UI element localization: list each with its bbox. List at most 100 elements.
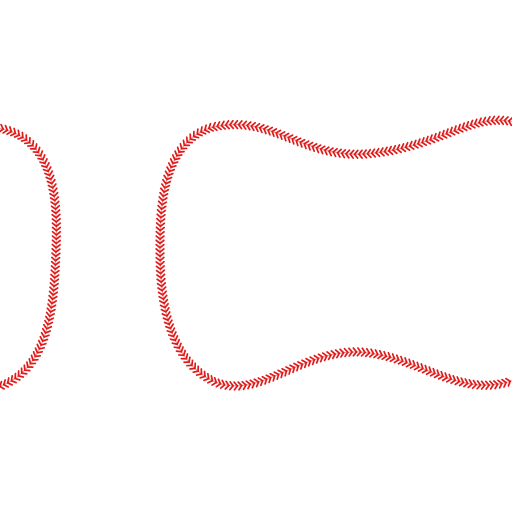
right-seam-stitch: [392, 149, 398, 155]
left-seam-stitch: [36, 350, 44, 354]
right-seam-stitch: [404, 146, 411, 152]
left-seam-stitch: [53, 278, 60, 284]
left-seam-stitch: [51, 183, 57, 189]
right-seam-stitch: [283, 135, 287, 142]
right-seam-stitch: [166, 176, 173, 181]
right-seam-stitch: [172, 161, 179, 165]
right-seam-stitch: [196, 133, 203, 137]
right-seam-stitch: [164, 184, 171, 189]
left-seam-stitch: [0, 385, 5, 390]
right-seam-stitch: [160, 277, 166, 283]
left-seam-stitch: [53, 282, 59, 288]
right-seam-stitch: [469, 124, 476, 129]
right-seam-stitch: [374, 349, 379, 356]
right-seam-stitch: [332, 151, 337, 158]
right-seam-stitch: [160, 282, 167, 288]
right-seam-stitch: [166, 311, 171, 317]
right-seam-stitch: [213, 376, 218, 384]
right-seam-stitch: [321, 352, 328, 357]
left-seam-stitch: [52, 187, 58, 193]
right-seam-stitch: [499, 119, 505, 126]
right-seam-stitch: [159, 218, 166, 223]
right-seam-stitch: [212, 126, 218, 132]
right-seam-stitch: [242, 124, 247, 130]
right-seam-stitch: [328, 150, 333, 157]
right-seam-stitch: [476, 380, 482, 386]
right-seam-stitch: [317, 353, 324, 358]
right-seam-stitch: [313, 354, 320, 360]
right-seam-stitch: [159, 230, 165, 236]
right-seam-stitch: [440, 370, 444, 378]
right-seam-stitch: [246, 124, 251, 131]
right-seam-stitch: [216, 125, 222, 131]
right-seam-stitch: [501, 378, 507, 384]
right-seam-stitch: [293, 362, 300, 367]
right-seam-stitch: [379, 151, 385, 157]
right-seam-stitch: [349, 153, 355, 159]
right-seam-stitch: [161, 201, 168, 206]
left-seam-stitch: [55, 248, 61, 253]
right-seam-stitch: [159, 222, 166, 228]
right-seam-stitch: [358, 153, 363, 159]
right-seam-stitch: [159, 235, 165, 241]
right-seam-stitch: [495, 119, 501, 125]
right-seam-stitch: [453, 129, 460, 135]
left-seam-stitch: [55, 217, 61, 223]
right-seam-stitch: [168, 168, 176, 173]
left-seam-stitch: [38, 346, 46, 350]
left-seam-stitch: [52, 291, 59, 296]
right-seam-stitch: [257, 377, 264, 382]
right-seam-stitch: [245, 380, 252, 386]
right-seam-stitch: [319, 148, 324, 155]
right-seam-stitch: [305, 357, 312, 362]
right-seam-stitch: [265, 374, 272, 379]
right-seam-stitch: [473, 123, 480, 128]
right-seam-stitch: [162, 192, 169, 198]
right-seam-stitch: [486, 120, 492, 126]
right-seam-stitch: [448, 373, 452, 380]
left-seam-stitch: [55, 209, 61, 215]
right-seam-stitch: [204, 129, 211, 134]
left-seam-stitch: [45, 162, 50, 169]
right-seam-stitch: [273, 371, 280, 376]
right-seam-stitch: [210, 375, 214, 382]
right-seam-stitch: [408, 145, 415, 150]
right-seam-stitch: [229, 123, 235, 130]
right-seam-stitch: [161, 290, 168, 296]
left-seam-stitch: [14, 377, 21, 381]
right-seam-stitch: [343, 347, 349, 354]
right-seam-stitch: [175, 154, 183, 157]
right-seam-stitch: [370, 152, 377, 158]
right-seam-stitch: [468, 379, 473, 385]
left-seam-stitch: [8, 126, 13, 133]
right-seam-stitch: [387, 351, 392, 359]
right-seam-stitch: [378, 349, 383, 357]
right-seam-stitch: [480, 380, 486, 387]
right-seam-stitch: [345, 152, 350, 159]
right-seam-stitch: [176, 338, 181, 346]
left-seam-stitch: [50, 178, 56, 185]
right-seam-stitch: [493, 380, 499, 386]
right-seam-stitch: [281, 367, 288, 372]
right-seam-stitch: [237, 381, 243, 387]
left-seam-stitch: [55, 226, 62, 232]
right-seam-stitch: [208, 127, 214, 132]
right-seam-stitch: [277, 369, 284, 374]
right-seam-stitch: [457, 128, 464, 133]
left-seam-stitch: [4, 124, 9, 132]
left-seam-stitch: [39, 150, 44, 157]
left-seam-stitch: [13, 127, 17, 135]
right-seam-stitch: [387, 150, 394, 156]
right-seam-stitch: [159, 269, 166, 275]
right-seam-stitch: [159, 226, 165, 232]
right-seam-stitch: [161, 197, 168, 202]
left-seam-stitch: [49, 174, 55, 181]
right-seam-stitch: [178, 150, 185, 153]
left-seam-stitch: [47, 321, 54, 326]
left-seam-stitch: [34, 143, 38, 150]
right-seam-stitch: [309, 356, 316, 361]
right-seam-stitch: [420, 363, 424, 370]
left-seam-stitch: [52, 287, 59, 292]
right-seam-stitch: [271, 130, 275, 138]
